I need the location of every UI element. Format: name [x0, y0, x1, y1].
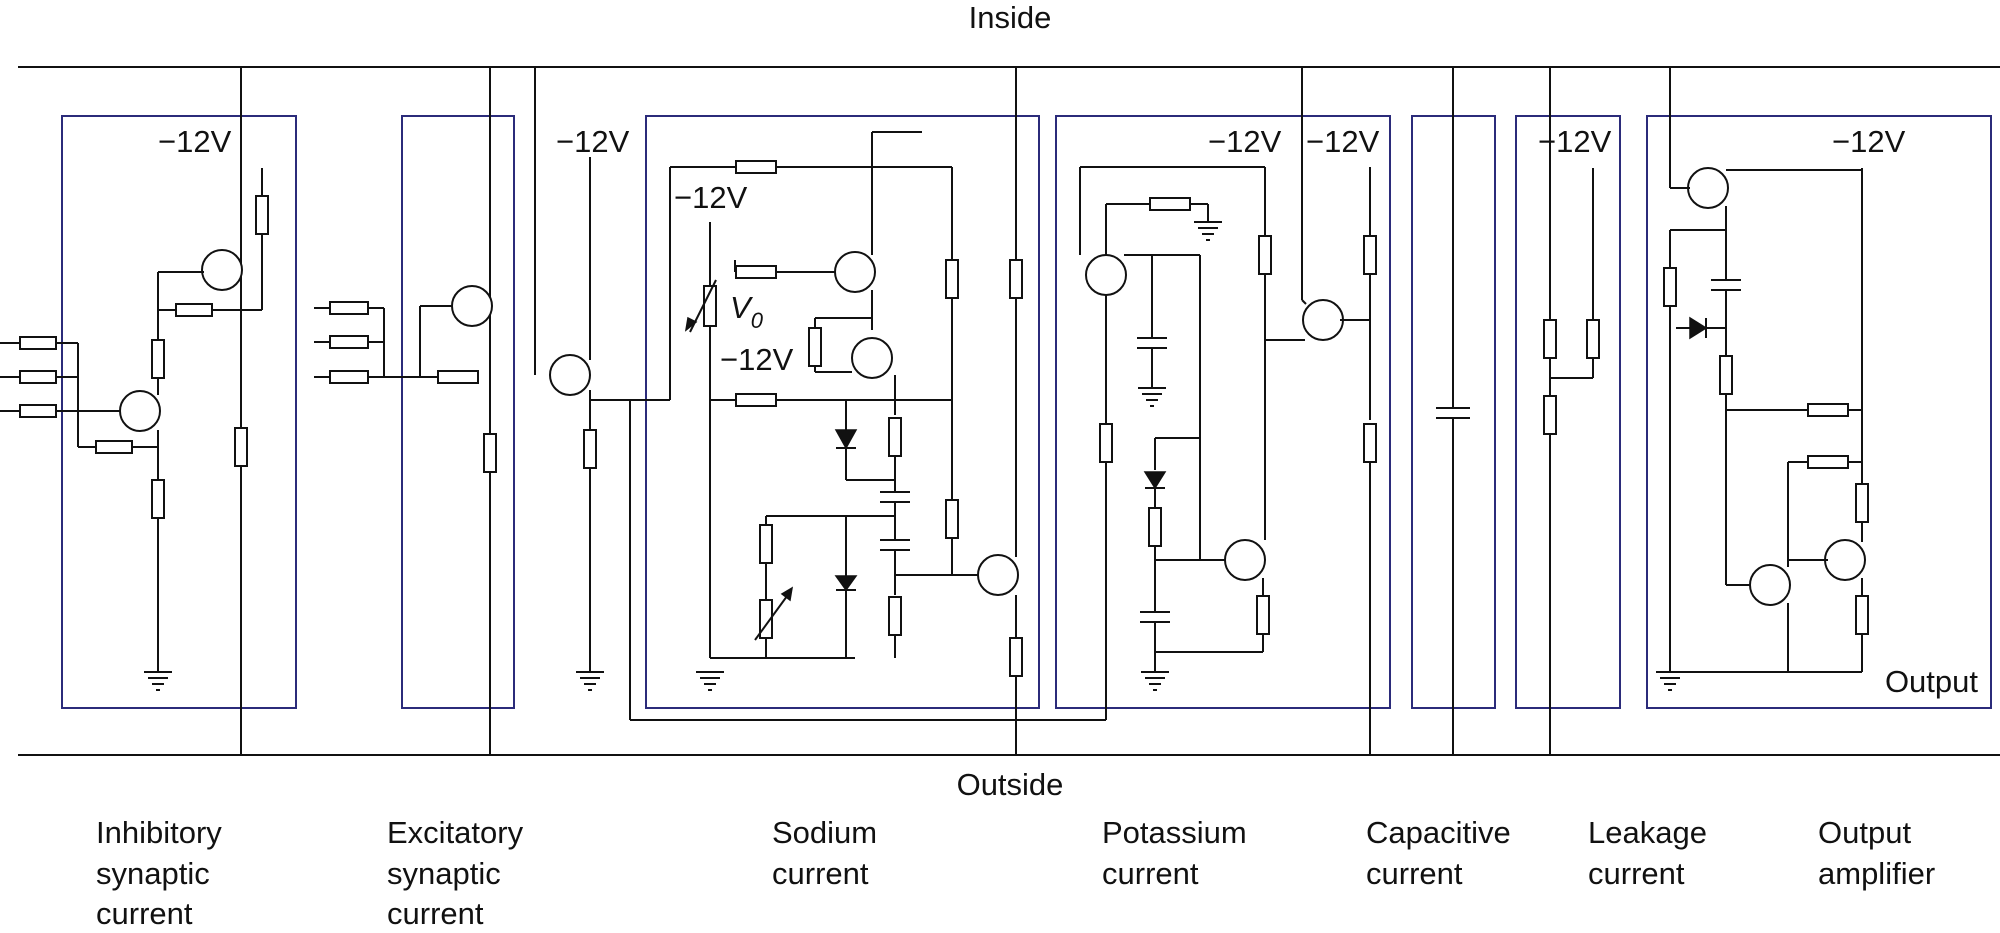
sodium-box — [645, 115, 1040, 709]
ground-icon — [1194, 221, 1222, 241]
ground-icon — [144, 671, 172, 691]
section-caption-line: Excitatory — [387, 815, 524, 850]
sodium-circuit: −12V −12V V0 — [534, 67, 1107, 755]
voltage-label: −12V — [1306, 124, 1380, 159]
potassium-circuit: −12V −12V — [1079, 67, 1380, 755]
section-caption-line: Leakage — [1588, 815, 1707, 850]
v0-label: V0 — [730, 290, 764, 333]
outside-label: Outside — [957, 767, 1064, 802]
voltage-label: −12V — [556, 124, 630, 159]
leakage-box — [1515, 115, 1621, 709]
section-caption-line: current — [96, 896, 193, 931]
ground-icon — [1656, 671, 1684, 691]
voltage-label: −12V — [1208, 124, 1282, 159]
voltage-label: −12V — [674, 180, 748, 215]
inside-label: Inside — [969, 0, 1052, 35]
voltage-label: −12V — [1832, 124, 1906, 159]
leakage-circuit: −12V — [1538, 67, 1612, 755]
output-label: Output — [1885, 664, 1978, 699]
ground-icon — [1141, 671, 1169, 691]
output-amplifier-circuit: −12V — [1656, 67, 1978, 699]
section-caption-line: Potassium — [1102, 815, 1247, 850]
section-caption-line: Output — [1818, 815, 1911, 850]
section-caption-line: current — [1102, 856, 1199, 891]
voltage-label: −12V — [158, 124, 232, 159]
output-box — [1646, 115, 1992, 709]
section-captions: Inhibitory synaptic current Excitatory s… — [96, 815, 1935, 931]
section-caption-line: Sodium — [772, 815, 877, 850]
ground-icon — [576, 671, 604, 691]
capacitive-circuit — [1436, 67, 1470, 755]
voltage-label: −12V — [720, 342, 794, 377]
section-caption-line: current — [387, 896, 484, 931]
section-caption-line: synaptic — [387, 856, 501, 891]
inhibitory-circuit: −12V — [0, 67, 269, 755]
ground-icon — [1138, 387, 1166, 407]
excitatory-circuit — [314, 67, 497, 755]
section-caption-line: current — [1366, 856, 1463, 891]
excitatory-box — [401, 115, 515, 709]
section-caption-line: Inhibitory — [96, 815, 222, 850]
potassium-box — [1055, 115, 1391, 709]
section-caption-line: Capacitive — [1366, 815, 1511, 850]
section-caption-line: current — [1588, 856, 1685, 891]
section-caption-line: amplifier — [1818, 856, 1935, 891]
section-caption-line: current — [772, 856, 869, 891]
ground-icon — [696, 671, 724, 691]
section-caption-line: synaptic — [96, 856, 210, 891]
